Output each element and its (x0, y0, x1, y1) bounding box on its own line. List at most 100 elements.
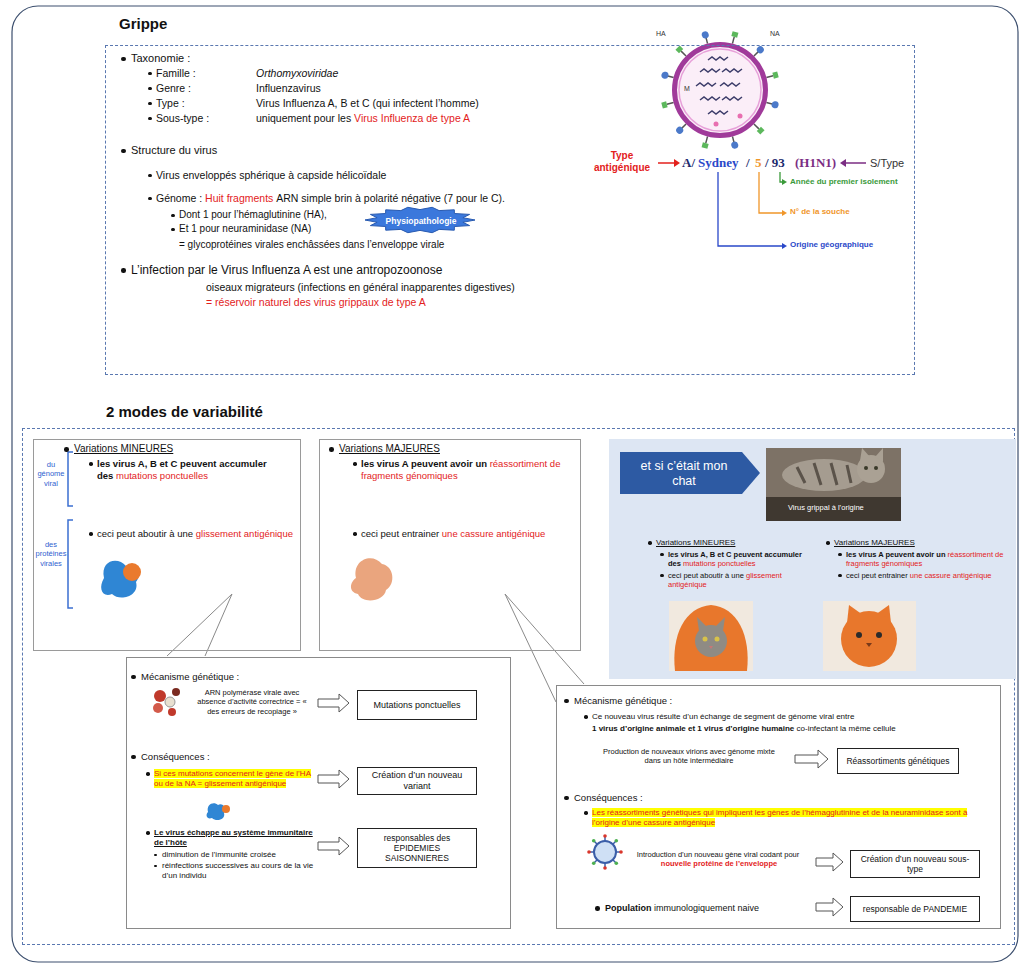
cat-picture (715, 637, 720, 642)
bullet-dot (838, 553, 842, 557)
bullet-dot (353, 462, 357, 466)
section-heading: Grippe (119, 15, 167, 34)
highlighted-term: Si ces mutations concernent le gène de l… (154, 769, 311, 788)
virus-illustration (766, 76, 773, 78)
virus-illustration (667, 102, 674, 104)
protein-icon (222, 805, 230, 813)
text-block: Famille : (156, 67, 196, 80)
polymerase-icon (165, 697, 175, 707)
virus-icon (589, 836, 621, 868)
body-text: Virus Influenza A, B et C (qui infectent… (256, 97, 479, 109)
bracket (68, 452, 73, 608)
virus-illustration (675, 45, 683, 53)
annotation-label: Origine géographique (790, 240, 873, 250)
body-text: Ce nouveau virus résulte d’un échange de… (592, 712, 854, 721)
strain-name-part: A/ (682, 155, 695, 171)
virus-icon (615, 839, 619, 843)
cat-picture (841, 611, 897, 667)
text-block: ceci peut aboutir à uneglissement antigé… (97, 528, 297, 540)
protein-glissement (123, 563, 141, 581)
text-block: Ce nouveau virus résulte d’un échange de… (592, 712, 992, 722)
cat-picture (866, 643, 872, 647)
annotation-label: Type antigénique (590, 150, 654, 174)
callout-pointer (167, 594, 232, 656)
box-label: responsable de PANDEMIE (863, 904, 967, 914)
text-block: Si ces mutations concernent le gène de l… (154, 769, 316, 789)
body-text: Production de nouveaux virions avec géno… (603, 747, 775, 765)
cat-picture (703, 637, 708, 642)
body-text: co-infectant la même cellule (797, 724, 896, 733)
text-block: Introduction d’un nouveau gène viral cod… (624, 850, 814, 869)
text-block: Mécanisme génétique : (574, 695, 672, 707)
virus-illustration (732, 37, 734, 44)
virus-illustration (730, 141, 739, 150)
body-text: ceci peut entrainer (361, 528, 439, 539)
section-heading: 2 modes de variabilité (106, 403, 263, 420)
highlighted-term: glissement antigénique (196, 528, 293, 539)
body-text: ceci peut aboutir à une (668, 571, 744, 580)
result-box: Mutations ponctuelles (357, 690, 477, 720)
bullet-dot (148, 72, 152, 76)
bullet-dot (595, 906, 600, 911)
cat-photo (864, 466, 868, 470)
box-label: et si c’était mon chat (629, 459, 739, 489)
text-block: du génome viral (35, 460, 67, 488)
text-block: Type : (156, 97, 185, 110)
polymerase-icon (153, 703, 163, 713)
body-text: Structure du virus (131, 144, 217, 156)
bullet-dot (353, 532, 357, 536)
body-text: Taxonomie : (131, 52, 190, 64)
leader-arrows (840, 159, 846, 167)
virus-illustration (661, 100, 674, 109)
bullet-dot (131, 755, 136, 760)
rna-segments (700, 97, 720, 100)
virus-illustration (701, 31, 711, 45)
cat-picture (876, 632, 882, 638)
text-block: ceci peut entrainerune cassure antigéniq… (846, 571, 1011, 580)
body-text: Variations MAJEURES (834, 538, 915, 547)
bullet-dot (660, 574, 664, 578)
virus-illustration (702, 136, 711, 149)
virus-illustration (675, 125, 685, 135)
polymerase-icon (154, 690, 166, 702)
result-box: Création d’un nouveau sous-type (850, 850, 980, 878)
bullet-dot (148, 117, 152, 121)
cat-photo (797, 463, 851, 485)
text-block: Dont 1 pour l’hémaglutinine (HA), (179, 209, 327, 222)
cat-photo (766, 448, 901, 521)
virus-icon (615, 862, 619, 866)
bullet-dot (148, 87, 152, 91)
virus-illustration (757, 127, 765, 135)
body-text: Introduction d’un nouveau gène viral cod… (637, 850, 800, 859)
starburst-tag: Physiopathologie (365, 207, 477, 235)
variation-box: Variations MAJEURESles virus A peuvent a… (319, 439, 581, 651)
text-block: Genre : (156, 82, 191, 95)
image-caption: Virus grippal à l’origine (788, 503, 864, 512)
arrow-shape (620, 452, 760, 494)
text-block: Taxonomie : (131, 52, 190, 66)
text-block: 1 virus d’origine animale et 1 virus d’o… (592, 724, 992, 734)
body-text: immunologiquement naive (654, 903, 759, 913)
cat-picture (823, 601, 916, 671)
bullet-dot (648, 541, 652, 545)
annotation-label: Année du premier isolement (790, 177, 898, 187)
body-text: ceci peut aboutir à une (97, 528, 193, 539)
rna-segments (720, 83, 740, 86)
text-block: Mécanisme génétique : (141, 671, 239, 683)
virus-illustration (772, 72, 778, 79)
cat-photo (766, 497, 901, 521)
cat-picture (823, 601, 916, 671)
virus-illustration (714, 122, 719, 127)
virus-icon (592, 862, 596, 866)
body-text: diminution de l’immunité croisée (162, 850, 276, 859)
text-block: les virus A peuvent avoir unréassortimen… (361, 458, 576, 482)
text-block: ARN polymérase virale avec absence d’act… (192, 688, 312, 716)
annotation-label: S/Type (870, 157, 904, 170)
body-text: Variations MINEURES (74, 443, 173, 454)
virus-illustration (679, 49, 761, 131)
body-text: des protéines virales (36, 540, 67, 568)
bullet-dot (131, 675, 136, 680)
body-text: Dont 1 pour l’hémaglutinine (HA), (179, 209, 327, 220)
body-text: 1 virus d’origine animale et 1 virus d’o… (592, 724, 794, 733)
virus-icon (592, 839, 596, 843)
